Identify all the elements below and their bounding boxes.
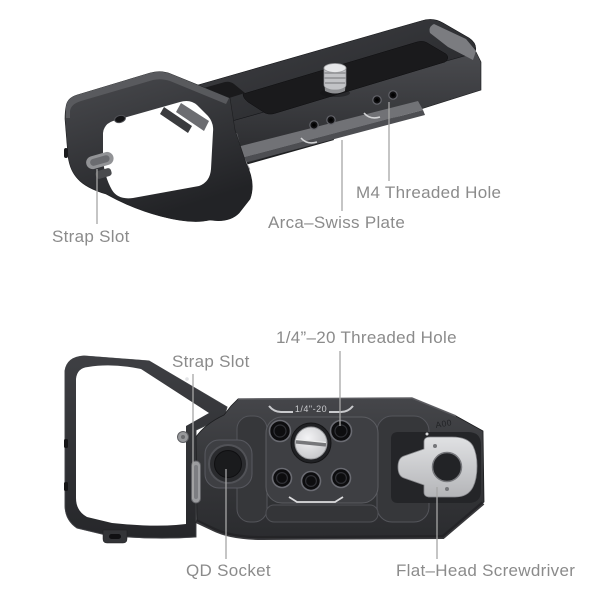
label-quarter-20-hole: 1/4”–20 Threaded Hole <box>276 328 457 347</box>
grip-frame-bottom <box>64 355 228 544</box>
strap-slot-top <box>86 151 114 179</box>
index-mark <box>300 137 318 144</box>
quarter-20-threaded-holes <box>268 419 353 492</box>
engraving-batch-code: A00 <box>435 417 453 430</box>
leader-lines <box>96 102 438 559</box>
label-flathead-screwdriver: Flat–Head Screwdriver <box>396 561 576 580</box>
base-plate-bottom-view: 1/4"-20 A00 <box>191 397 485 541</box>
label-strap-slot-bottom: Strap Slot <box>172 352 250 371</box>
frame-top-hole <box>114 114 126 124</box>
frame-edge-notch <box>64 148 68 158</box>
quarter-inch-mounting-screw <box>320 63 350 97</box>
label-arca-swiss-plate: Arca–Swiss Plate <box>268 213 406 232</box>
detent-pin <box>185 377 189 381</box>
screwdriver-dot <box>445 487 449 491</box>
m4-hole <box>326 115 336 125</box>
bottom-figure: 1/4"-20 A00 <box>64 355 485 544</box>
screwdriver-dot <box>433 444 437 448</box>
plate-bottom-shade <box>195 501 485 541</box>
plate-end-chamfer <box>429 24 476 60</box>
plate-top-bevel <box>237 397 457 417</box>
engraving-wing-left <box>268 405 293 413</box>
grip-frame-top-highlight <box>66 71 229 118</box>
flathead-screwdriver <box>391 432 481 503</box>
ring-bevel <box>64 355 228 539</box>
index-bracket <box>288 496 344 503</box>
strap-slot-bottom <box>191 460 201 504</box>
label-strap-slot-top: Strap Slot <box>52 227 130 246</box>
label-m4-threaded-hole: M4 Threaded Hole <box>356 183 502 202</box>
engraving-thread-spec: 1/4"-20 <box>295 404 327 414</box>
dovetail-edge <box>242 110 425 163</box>
plate-speck <box>425 432 429 436</box>
m4-hole <box>388 90 398 100</box>
m4-threaded-holes <box>300 90 398 144</box>
tab-slot <box>109 534 121 539</box>
m4-hole <box>309 120 319 130</box>
index-mark <box>363 112 381 119</box>
ring-edge-notch <box>64 482 68 491</box>
top-figure <box>64 19 482 222</box>
engraving-wing-right <box>329 405 354 413</box>
dovetail-face <box>237 101 423 158</box>
hinge-pivot-center <box>181 435 185 439</box>
ring-window <box>76 365 209 526</box>
screwdriver-hole <box>431 451 463 483</box>
m4-hole <box>372 95 382 105</box>
pocket-bottom <box>265 504 379 523</box>
ring-edge-notch <box>64 439 68 448</box>
camera-fixing-screw <box>290 422 332 464</box>
grip-frame <box>64 71 253 222</box>
label-qd-socket: QD Socket <box>186 561 271 580</box>
window-mechanism-dark <box>160 107 192 133</box>
engraving-thread-spec-group: 1/4"-20 <box>268 404 354 414</box>
qd-socket <box>208 444 248 484</box>
window-mechanism-light <box>176 103 209 131</box>
